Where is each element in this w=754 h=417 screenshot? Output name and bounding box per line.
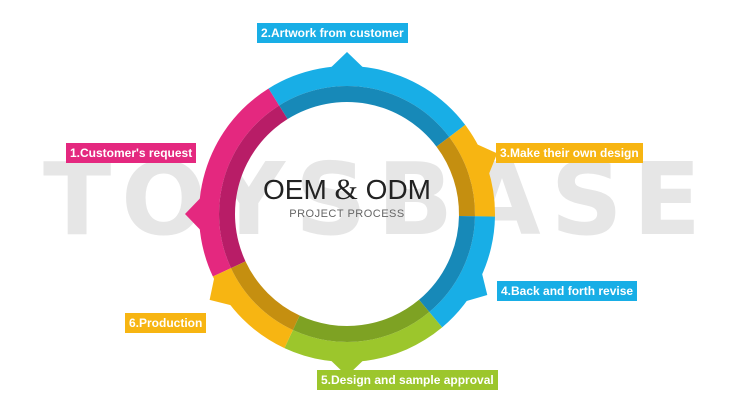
ring-segment-production-pointer bbox=[209, 275, 234, 306]
ring-segment-production-inner bbox=[230, 261, 300, 331]
ring-segment-customer-request-inner bbox=[219, 105, 288, 269]
step-label-customer-request: 1.Customer's request bbox=[66, 143, 197, 163]
title-odm: ODM bbox=[365, 174, 431, 205]
ring-segment-design-sample-approval-outer bbox=[284, 312, 443, 362]
watermark: TOYSBASE bbox=[42, 141, 712, 258]
ring-segment-design-sample-approval-inner bbox=[292, 299, 430, 342]
center-subtitle: PROJECT PROCESS bbox=[289, 208, 405, 220]
ring-segment-artwork-from-customer-outer bbox=[268, 66, 466, 137]
ring-segment-back-and-forth-revise-inner bbox=[418, 215, 475, 313]
ring-segment-back-and-forth-revise-outer bbox=[429, 216, 495, 328]
ring-segment-artwork-from-customer-inner bbox=[279, 86, 450, 147]
step-label-design-sample-approval: 5.Design and sample approval bbox=[317, 370, 498, 390]
ring-segment-artwork-from-customer-pointer bbox=[329, 52, 365, 70]
step-label-artwork-from-customer: 2.Artwork from customer bbox=[257, 23, 408, 43]
center-title: OEM & ODM bbox=[227, 172, 467, 208]
ring-segment-customer-request-outer bbox=[199, 88, 280, 277]
step-label-back-and-forth-revise: 4.Back and forth revise bbox=[497, 281, 638, 301]
step-label-make-own-design: 3.Make their own design bbox=[496, 143, 643, 163]
title-oem: OEM bbox=[262, 174, 327, 205]
ring-segment-make-own-design-outer bbox=[449, 124, 495, 217]
ring-segment-production-outer bbox=[212, 268, 293, 349]
step-label-production: 6.Production bbox=[125, 313, 207, 333]
ring-segment-back-and-forth-revise-pointer bbox=[463, 271, 488, 302]
ring-segment-make-own-design-pointer bbox=[474, 143, 498, 177]
ring-segment-customer-request-pointer bbox=[185, 196, 203, 232]
title-ampersand: & bbox=[334, 173, 358, 206]
ring-segment-make-own-design-inner bbox=[436, 136, 475, 217]
ring-segment-design-sample-approval-pointer bbox=[329, 358, 365, 376]
